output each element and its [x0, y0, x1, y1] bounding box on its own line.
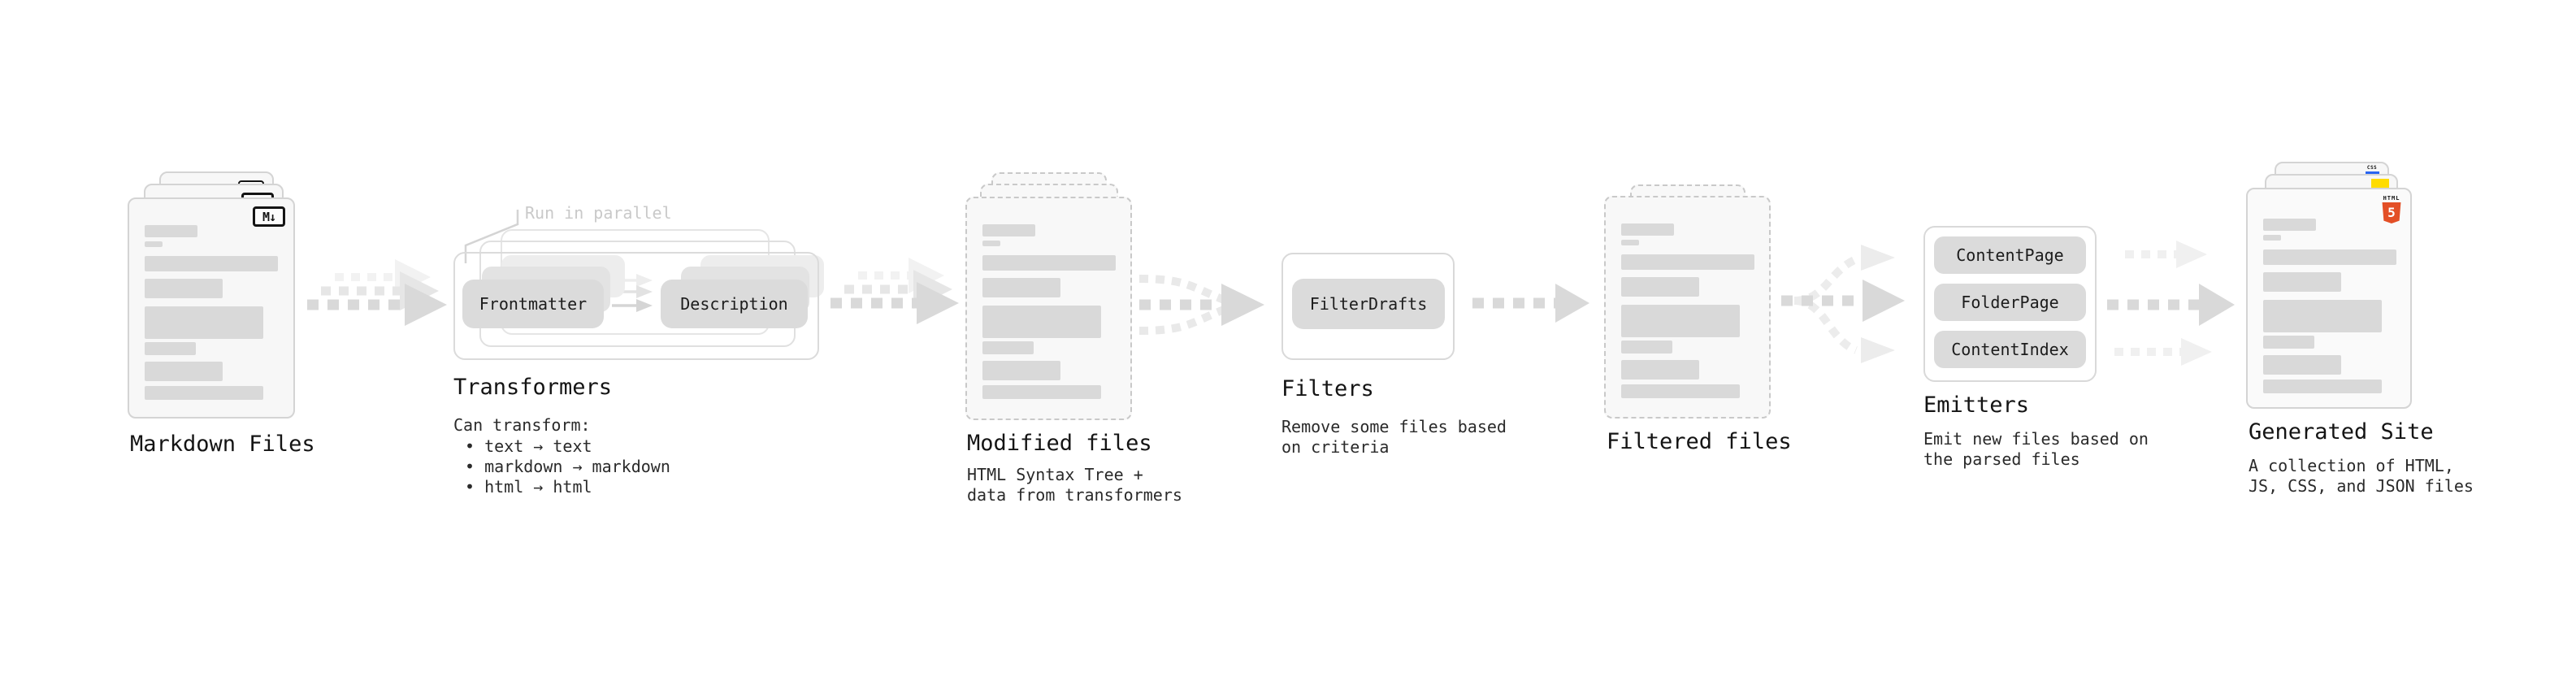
filterdrafts-pill: FilterDrafts [1292, 279, 1445, 329]
generated-file-card-html: HTML 5 [2246, 188, 2412, 409]
markdown-icon: M↓ [253, 206, 285, 227]
text-line-placeholder [982, 241, 1000, 246]
text-line-placeholder [1621, 360, 1699, 380]
text-line-placeholder [1621, 277, 1699, 297]
text-line-placeholder [1621, 240, 1639, 245]
text-line-placeholder [145, 241, 163, 247]
node-label: Markdown Files [130, 432, 315, 457]
node-label: Modified files [967, 431, 1152, 456]
text-line-placeholder [2263, 300, 2382, 332]
text-line-placeholder [2263, 272, 2341, 292]
text-line-placeholder [982, 385, 1101, 399]
text-line-placeholder [145, 256, 278, 271]
css-icon-bar [2365, 171, 2379, 174]
modified-file-card-front [965, 197, 1132, 420]
css-icon-label: CSS [2366, 165, 2378, 171]
text-line-placeholder [145, 342, 196, 355]
text-line-placeholder [2263, 355, 2341, 375]
text-line-placeholder [145, 362, 223, 381]
text-line-placeholder [1621, 340, 1672, 354]
arrow-filters-to-filtered [1472, 284, 1589, 323]
arrow-modified-to-filters [1138, 275, 1264, 335]
html5-icon-shield: 5 [2382, 202, 2401, 223]
arrow-emitters-to-generated [2107, 241, 2235, 366]
node-description: A collection of HTML, JS, CSS, and JSON … [2249, 456, 2474, 496]
text-line-placeholder [145, 386, 263, 400]
arrow-filtered-to-emitters [1781, 245, 1905, 363]
arrow-markdown-to-transformers [307, 259, 447, 326]
list-item: • markdown → markdown [465, 457, 670, 476]
filtered-file-card-front [1604, 196, 1771, 419]
html5-icon-number: 5 [2387, 205, 2396, 220]
text-line-placeholder [2263, 219, 2316, 231]
text-line-placeholder [982, 224, 1035, 236]
run-in-parallel-leader-line [464, 210, 519, 263]
text-line-placeholder [982, 306, 1101, 338]
text-line-placeholder [982, 255, 1116, 271]
text-line-placeholder [2263, 336, 2314, 349]
text-line-placeholder [2263, 235, 2281, 241]
html5-icon: HTML 5 [2379, 195, 2404, 223]
run-in-parallel-note: Run in parallel [525, 203, 672, 223]
text-line-placeholder [982, 278, 1060, 297]
list-item: • html → html [465, 477, 592, 497]
node-description: Emit new files based on the parsed files [1923, 429, 2149, 469]
css-icon: CSS [2364, 165, 2380, 174]
arrow-transformers-to-modified [830, 258, 959, 324]
text-line-placeholder [2263, 380, 2382, 393]
html5-icon-label: HTML [2383, 195, 2400, 202]
node-label: Emitters [1923, 393, 2030, 418]
text-line-placeholder [145, 306, 263, 339]
node-description: Can transform: [453, 415, 591, 435]
node-label: Transformers [453, 375, 613, 400]
js-icon [2371, 179, 2389, 189]
node-label: Filtered files [1607, 429, 1792, 454]
text-line-placeholder [982, 341, 1034, 354]
contentindex-emitter-pill: ContentIndex [1934, 331, 2086, 368]
text-line-placeholder [145, 279, 223, 298]
node-label: Generated Site [2249, 419, 2434, 445]
description-transformer-pill: Description [661, 280, 808, 328]
markdown-file-card-front: M↓ [128, 197, 295, 419]
text-line-placeholder [982, 361, 1060, 380]
transform-capabilities-list: • text → text • markdown → markdown • ht… [465, 436, 670, 497]
node-description: HTML Syntax Tree + data from transformer… [967, 465, 1182, 505]
text-line-placeholder [1621, 223, 1674, 236]
text-line-placeholder [145, 225, 197, 237]
list-item: • text → text [465, 436, 592, 456]
contentpage-emitter-pill: ContentPage [1934, 236, 2086, 274]
text-line-placeholder [1621, 305, 1740, 337]
frontmatter-transformer-pill: Frontmatter [462, 280, 604, 328]
transformer-frame-front [453, 252, 819, 360]
text-line-placeholder [1621, 254, 1754, 270]
text-line-placeholder [2263, 249, 2396, 265]
text-line-placeholder [1621, 384, 1740, 398]
folderpage-emitter-pill: FolderPage [1934, 284, 2086, 321]
node-description: Remove some files based on criteria [1281, 417, 1507, 457]
node-label: Filters [1281, 376, 1374, 401]
